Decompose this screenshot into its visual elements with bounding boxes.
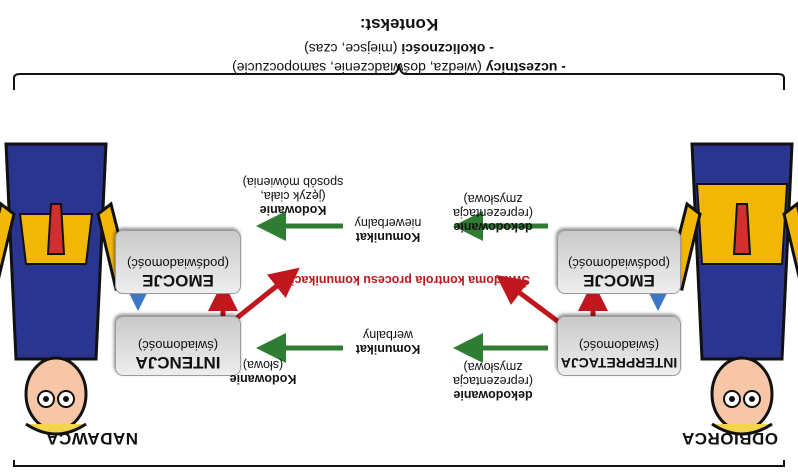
decoding-top-label: dekodowanie (reprezentacja zmysłowa): [453, 192, 533, 234]
receiver-emotions-sub: (podświadomość): [568, 256, 670, 271]
message-bottom-label: Komunikat werbalny: [355, 328, 421, 356]
awareness-label: Świadoma kontrola procesu komunikacji: [287, 273, 530, 287]
sender-head: [710, 356, 774, 436]
decoding-bottom-label: dekodowanie (reprezentacja zmysłowa): [453, 360, 533, 402]
sender-intention-sub: (świadomość): [137, 338, 219, 353]
receiver-figure: [0, 142, 133, 436]
sender-emotions-box: EMOCJE (podświadomość): [115, 230, 241, 294]
sender-label: NADAWCA: [45, 429, 138, 448]
sender-figure: [665, 142, 798, 436]
message-top-label: Komunikat niewerbalny: [354, 216, 422, 244]
encoding-top-label: Kodowanie (język ciała, sposób mówienia): [242, 175, 344, 217]
sender-body: [665, 142, 798, 361]
receiver-interpretation-sub: (świadomość): [578, 338, 660, 353]
context-brace: [13, 63, 785, 90]
encoding-bottom-label: Kodowanie (słowa): [229, 358, 297, 386]
receiver-head: [24, 356, 88, 436]
persons-brace: [13, 460, 785, 467]
receiver-interpretation-title: INTERPRETACJA: [560, 355, 678, 371]
receiver-emotions-box: EMOCJE (podświadomość): [557, 230, 681, 294]
receiver-emotions-title: EMOCJE: [583, 271, 655, 290]
receiver-body: [0, 142, 133, 361]
sender-emotions-sub: (podświadomość): [127, 256, 229, 271]
receiver-label: ODBIORCA: [681, 429, 778, 448]
sender-emotions-title: EMOCJE: [142, 271, 214, 290]
receiver-interpretation-box: INTERPRETACJA (świadomość): [557, 316, 681, 376]
